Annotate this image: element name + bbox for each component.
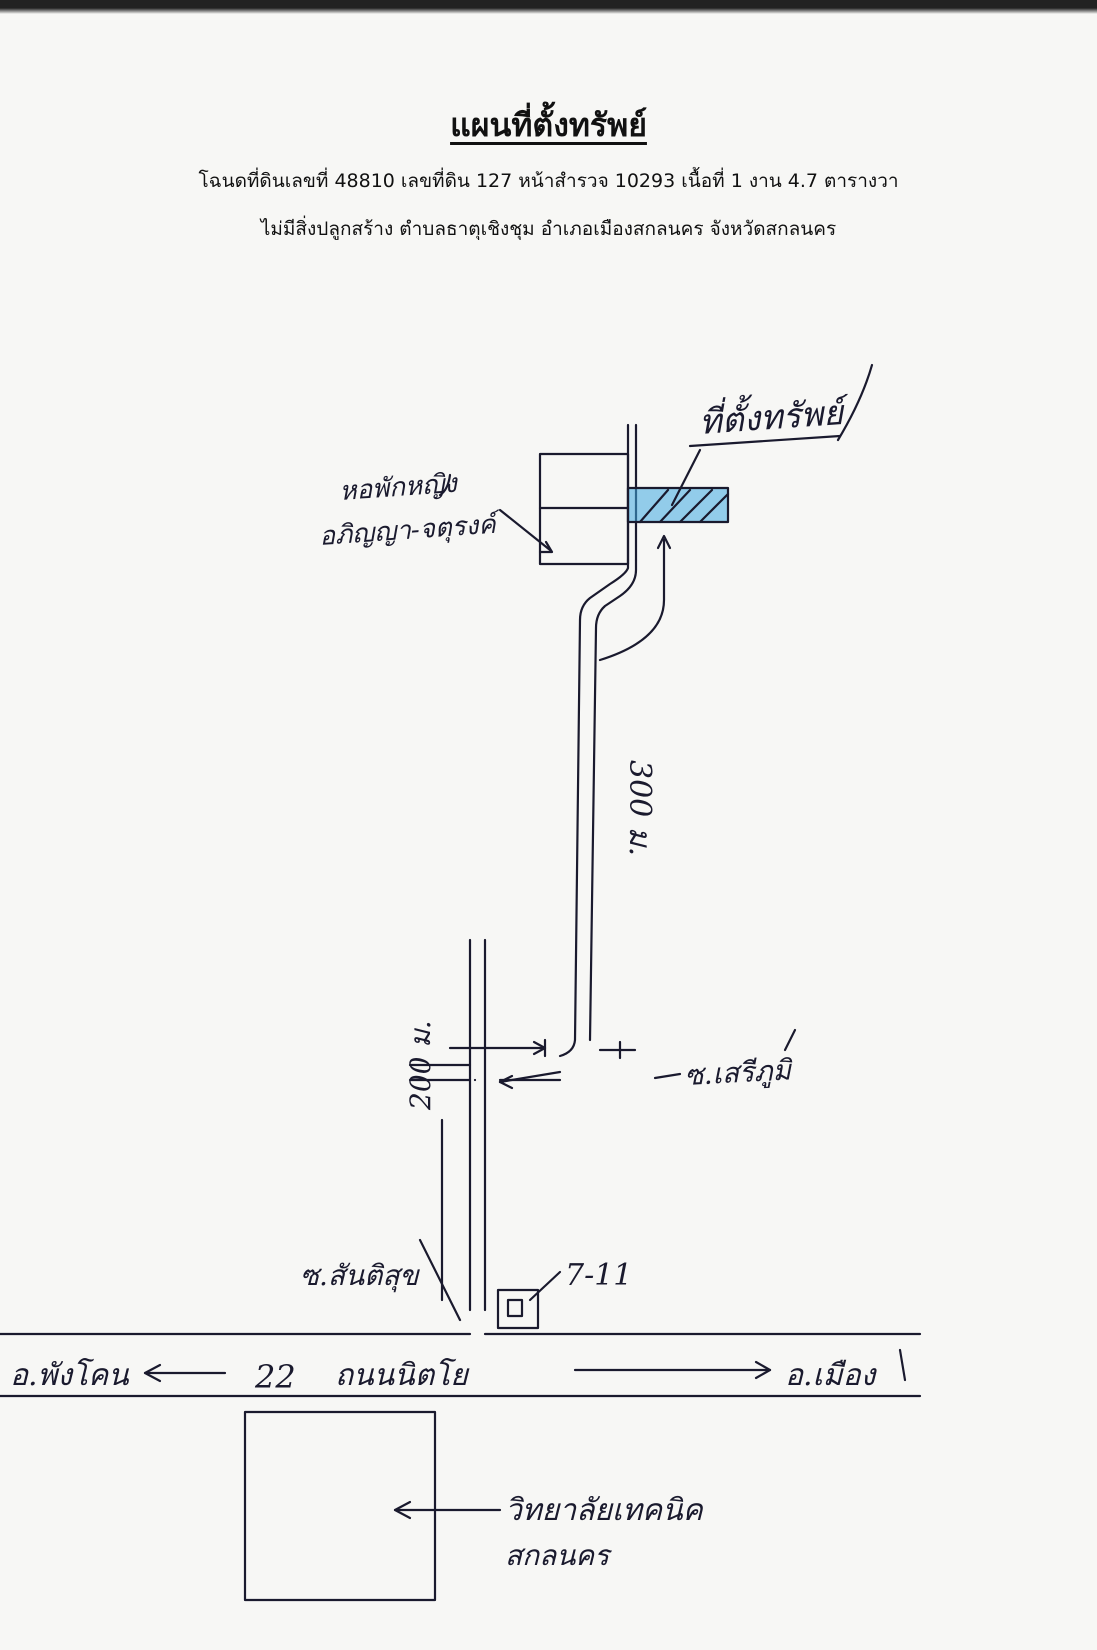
college-label-line1: วิทยาลัยเทคนิค: [505, 1493, 705, 1528]
deed-details-line: โฉนดที่ดินเลขที่ 48810 เลขที่ดิน 127 หน้…: [198, 170, 899, 192]
shop-7-11: [496, 1270, 562, 1330]
location-details-line: ไม่มีสิ่งปลูกสร้าง ตำบลธาตุเชิงชุม อำเภอ…: [260, 218, 837, 240]
right-direction-label: อ.เมือง: [785, 1358, 878, 1393]
page-title-text: แผนที่ตั้งทรัพย์: [450, 106, 647, 144]
technical-college-building: [243, 1410, 502, 1602]
highway-22: [0, 1332, 922, 1398]
dormitory-building: [538, 452, 630, 566]
property-location-label: ที่ตั้งทรัพย์: [697, 387, 851, 443]
access-lane-upper: [558, 423, 638, 1058]
highway-number-label: 22: [254, 1358, 296, 1396]
shop-7-11-label: 7-11: [565, 1258, 632, 1293]
dormitory-label-owner: อภิญญา-จตุรงค์: [318, 509, 501, 552]
dormitory-label-name: หอพักหญิง: [338, 469, 460, 507]
left-direction-label: อ.พังโคน: [10, 1357, 130, 1393]
soi-seriphum-label: ซ.เสรีภูมิ: [684, 1053, 795, 1093]
distance-300-label: 300 ม.: [622, 760, 657, 856]
distance-200-marker: [418, 1118, 462, 1322]
property-pointer: [598, 363, 874, 662]
soi-seriphum-road: [408, 1028, 797, 1090]
page-title: แผนที่ตั้งทรัพย์: [0, 100, 1097, 151]
scan-top-edge: [0, 0, 1097, 14]
distance-200-label: 200 ม.: [404, 1020, 437, 1111]
soi-santisuk-road: [468, 938, 487, 1312]
dormitory-pointer: [438, 473, 554, 554]
college-label-line2: สกลนคร: [505, 1539, 612, 1572]
highway-name-label: ถนนนิตโย: [335, 1357, 470, 1393]
soi-santisuk-label: ซ.สันติสุข: [300, 1259, 420, 1293]
